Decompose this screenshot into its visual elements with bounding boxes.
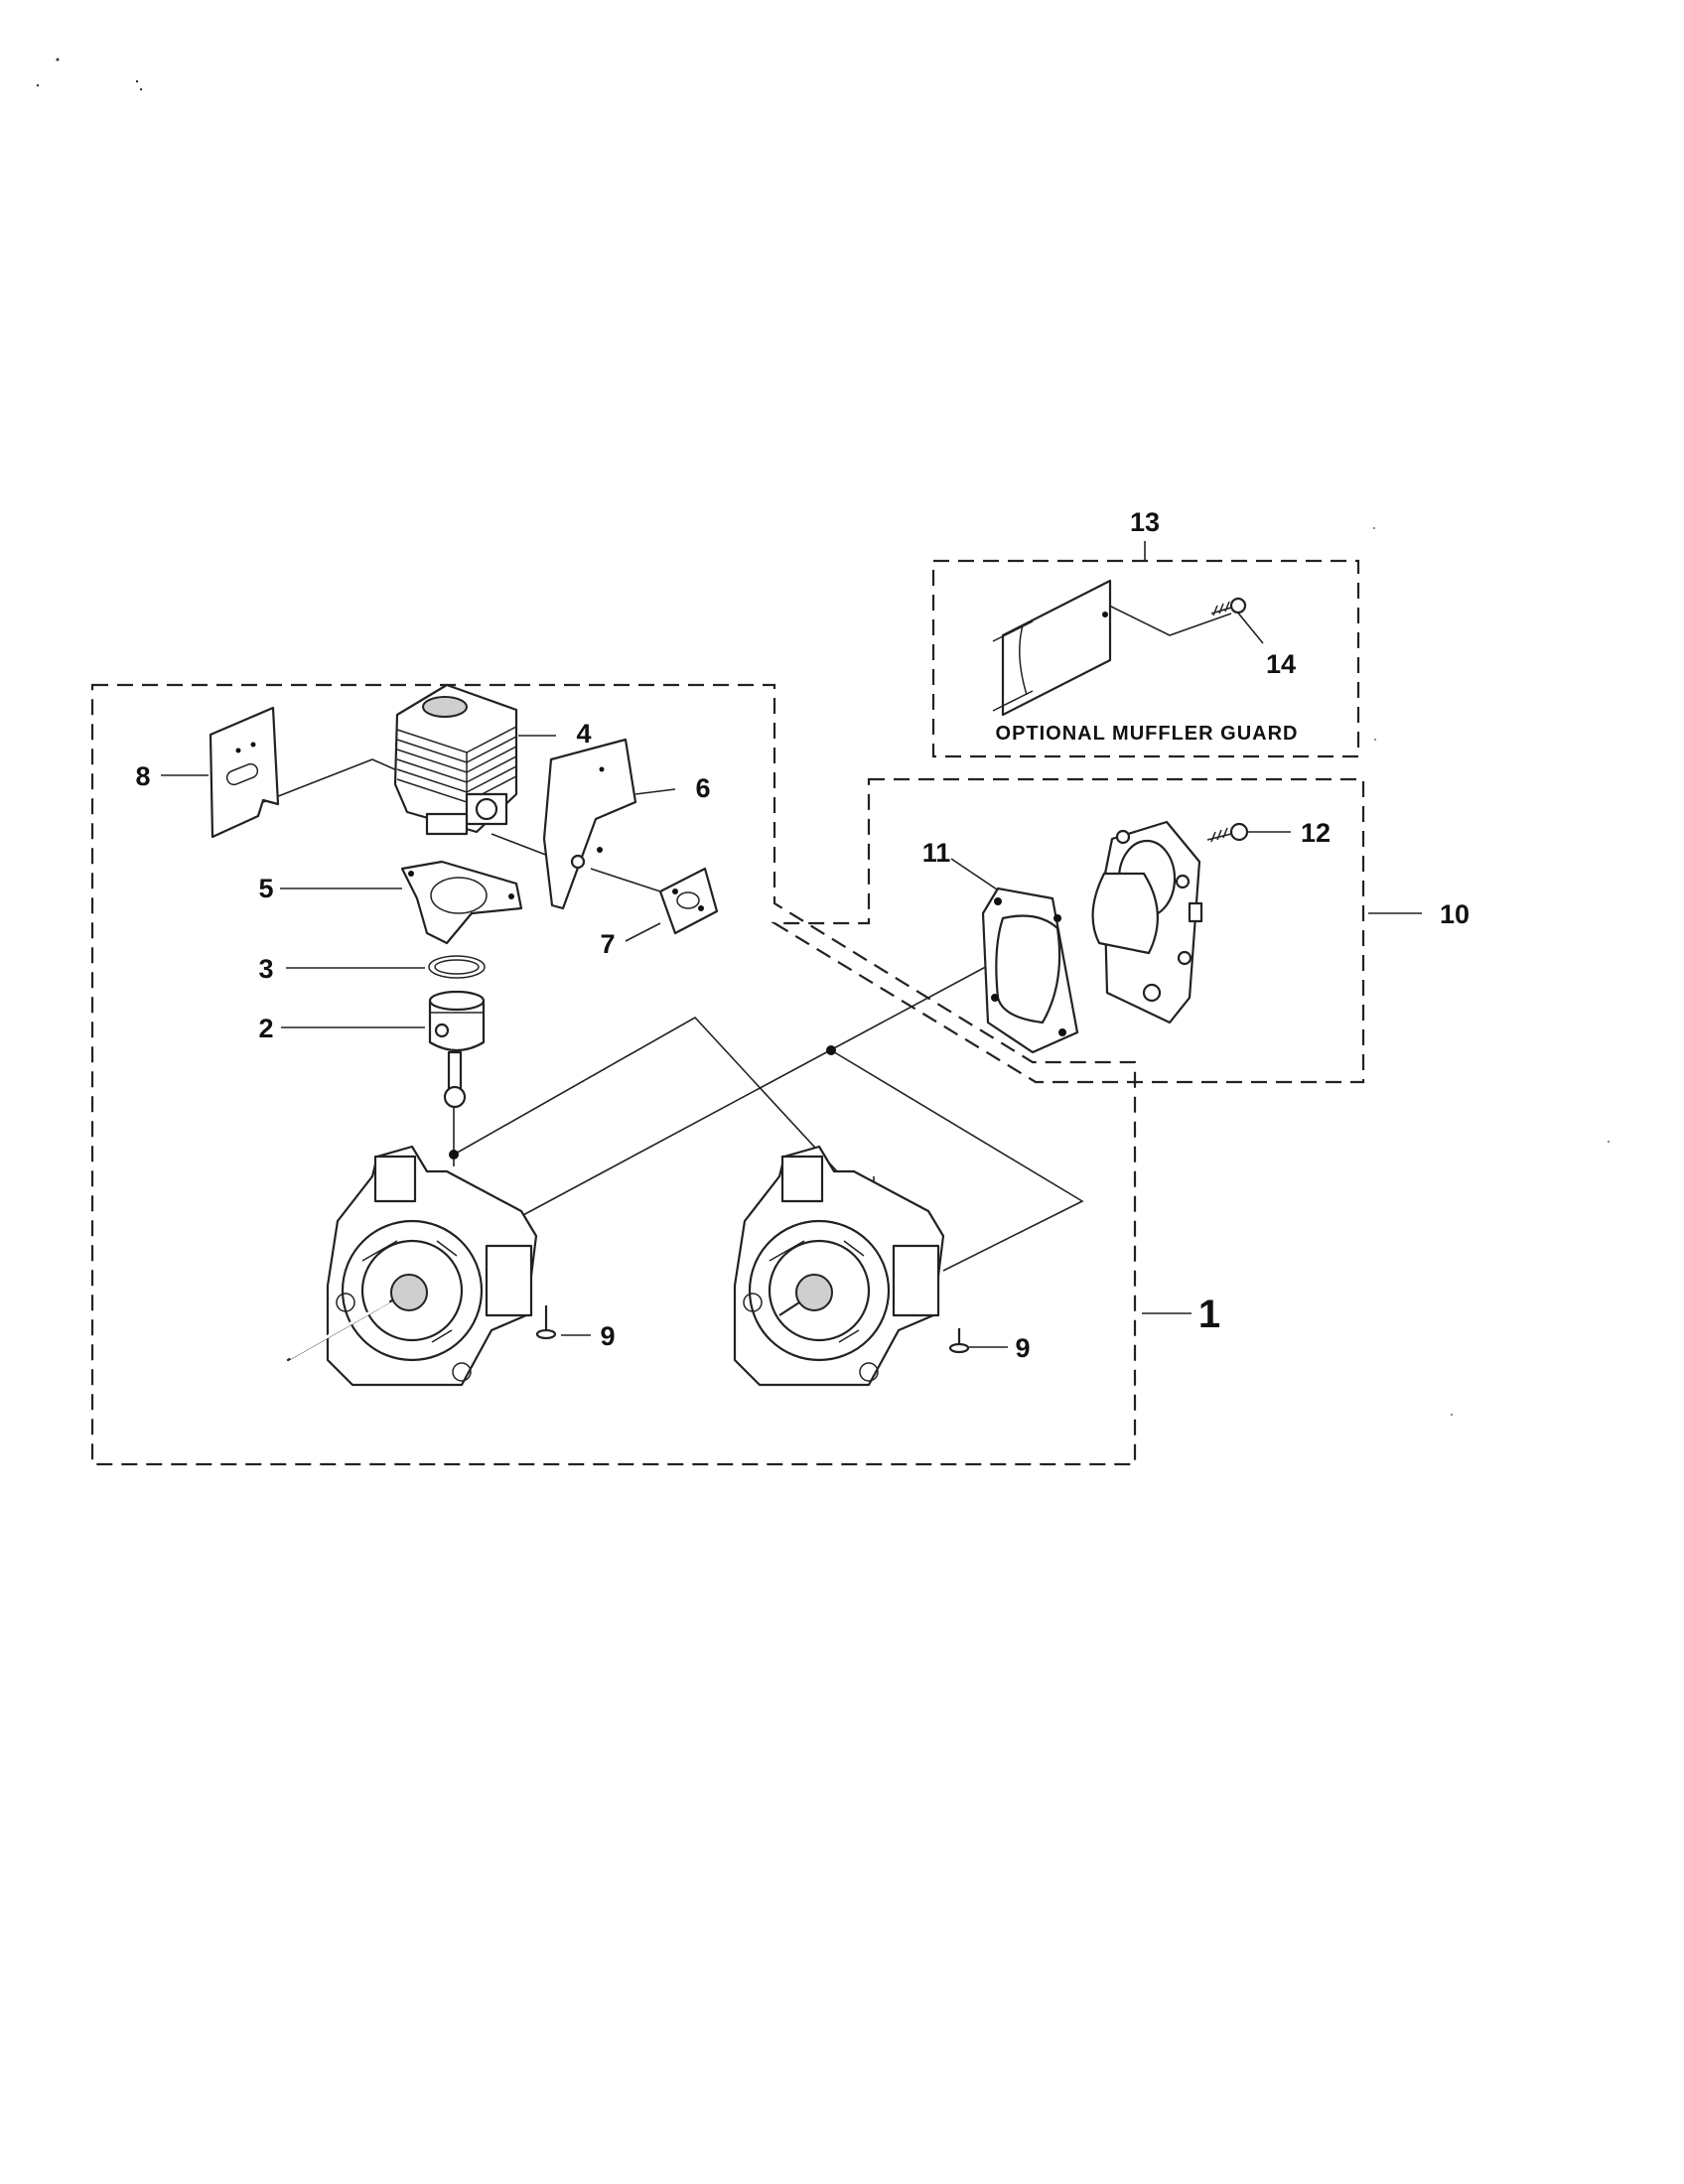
callout-8: 8 — [135, 761, 150, 791]
callout-14: 14 — [1266, 649, 1296, 679]
screw-12 — [1206, 822, 1249, 843]
callout-10: 10 — [1440, 899, 1470, 929]
callout-6: 6 — [695, 773, 710, 803]
bolt-9-left — [535, 1305, 557, 1340]
callout-4: 4 — [576, 719, 591, 749]
piston-ring — [428, 955, 486, 979]
engine-assembly-group-box — [90, 683, 1137, 1466]
leader-lines — [161, 541, 1422, 1348]
callout-2: 2 — [258, 1014, 273, 1043]
callout-7: 7 — [600, 929, 615, 959]
junction-dot — [826, 1045, 836, 1055]
callout-9-left: 9 — [600, 1321, 615, 1351]
muffler-gasket — [981, 887, 1079, 1054]
screw-14 — [1210, 597, 1247, 616]
muffler-guard-group-box — [931, 559, 1360, 758]
crankcase-left — [286, 1145, 538, 1387]
heat-shield — [209, 706, 280, 839]
muffler-guard-caption: OPTIONAL MUFFLER GUARD — [996, 723, 1299, 745]
bolt-9-right — [948, 1328, 970, 1354]
callout-3: 3 — [258, 954, 273, 984]
callout-13: 13 — [1130, 507, 1160, 537]
piston — [428, 990, 486, 1109]
intake-gasket — [658, 867, 719, 935]
cylinder-base-gasket — [400, 860, 523, 945]
muffler-guard — [992, 579, 1112, 717]
callout-9-right: 9 — [1015, 1333, 1030, 1363]
callout-5: 5 — [258, 874, 273, 903]
scan-specks — [36, 58, 143, 91]
callout-labels: 13 14 12 10 11 8 4 6 7 5 3 2 9 9 1 OPTIO… — [135, 507, 1470, 1363]
callout-11: 11 — [922, 838, 951, 868]
junction-dot — [449, 1150, 459, 1160]
muffler — [1091, 820, 1203, 1024]
crankcase-right — [733, 1145, 945, 1387]
callout-12: 12 — [1301, 818, 1331, 848]
muffler-assembly-group-box — [771, 777, 1365, 1084]
exhaust-plate-gasket — [542, 738, 637, 910]
scan-specks — [1373, 527, 1610, 1416]
callout-1: 1 — [1198, 1293, 1220, 1336]
cylinder — [393, 683, 518, 836]
